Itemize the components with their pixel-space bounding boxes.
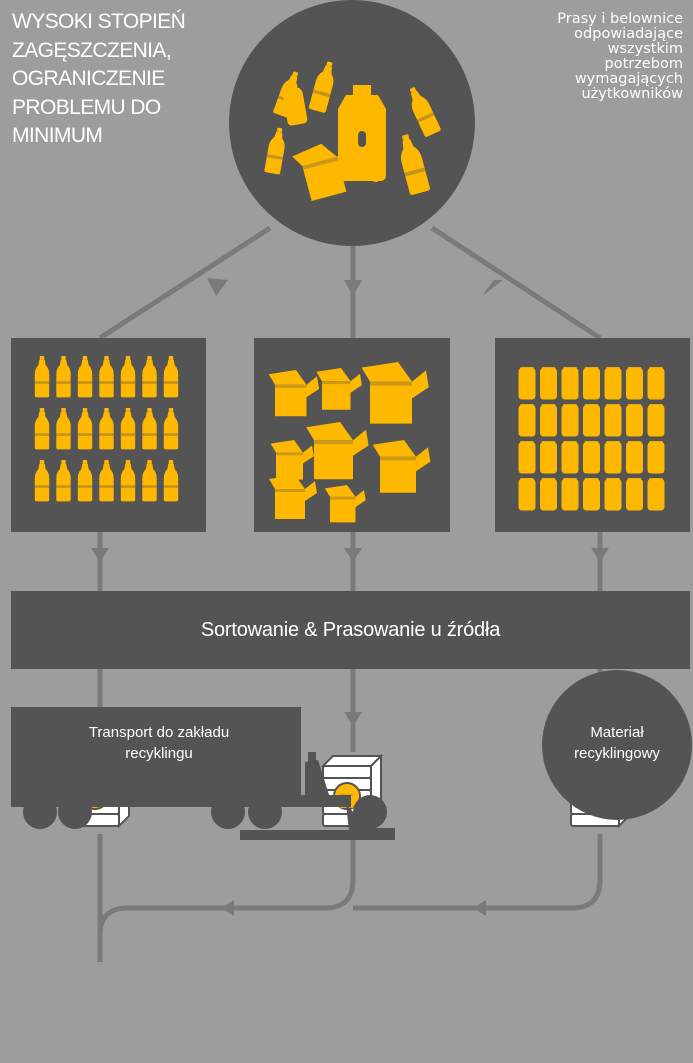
can-icon xyxy=(561,441,579,474)
output-label: Materiał recyklingowy xyxy=(548,722,686,764)
can-icon xyxy=(561,478,579,511)
recycled-material-circle xyxy=(542,670,692,820)
can-icon xyxy=(540,441,557,474)
can-icon xyxy=(604,404,622,437)
headline-line: WYSOKI STOPIEŃ xyxy=(12,10,186,33)
output-label-line: Materiał xyxy=(590,724,644,741)
can-icon xyxy=(518,404,536,437)
subheadline-line: potrzebom xyxy=(604,56,683,72)
can-icon xyxy=(583,478,600,511)
output-label-line: recyklingowy xyxy=(574,745,660,762)
can-icon xyxy=(604,367,622,400)
can-icon xyxy=(540,478,557,511)
can-icon xyxy=(518,478,536,511)
subheadline-line: wszystkim xyxy=(607,41,683,57)
can-icon xyxy=(604,478,622,511)
can-icon xyxy=(647,441,665,474)
bottles-icon xyxy=(34,356,179,502)
subheadline: Prasy i belownice odpowiadające wszystki… xyxy=(483,12,683,102)
headline-line: PROBLEMU DO xyxy=(12,95,161,119)
can-icon xyxy=(518,367,536,400)
can-icon xyxy=(561,404,579,437)
can-icon xyxy=(583,404,600,437)
can-icon xyxy=(518,441,536,474)
headline-line: MINIMUM xyxy=(12,124,103,147)
can-icon xyxy=(583,441,600,474)
subheadline-line: użytkowników xyxy=(581,86,683,102)
subheadline-line: odpowiadające xyxy=(574,26,683,42)
can-icon xyxy=(561,367,579,400)
process-band: Sortowanie & Prasowanie u źródła xyxy=(11,591,690,669)
can-icon xyxy=(604,441,622,474)
can-icon xyxy=(647,478,665,511)
can-icon xyxy=(626,367,643,400)
bottles-panel xyxy=(11,338,206,532)
transport-label-line: recyklingu xyxy=(125,745,193,762)
headline-line: ZAGĘSZCZENIA, xyxy=(12,38,172,62)
can-icon xyxy=(647,404,665,437)
boxes-panel xyxy=(254,338,450,532)
can-icon xyxy=(626,404,643,437)
process-label: Sortowanie & Prasowanie u źródła xyxy=(200,618,501,641)
subheadline-line: Prasy i belownice xyxy=(557,11,683,27)
transport-label-line: Transport do zakładu xyxy=(88,724,230,741)
can-icon xyxy=(540,367,557,400)
can-icon xyxy=(626,441,643,474)
mixed-waste-icon xyxy=(229,0,475,246)
can-icon xyxy=(540,404,557,437)
can-icon xyxy=(583,367,600,400)
cans-panel xyxy=(495,338,690,532)
headline: WYSOKI STOPIEŃ ZAGĘSZCZENIA, OGRANICZENI… xyxy=(12,8,222,151)
truck-icon xyxy=(11,707,395,840)
transport-label: Transport do zakładu recyklingu xyxy=(20,722,298,764)
can-icon xyxy=(647,367,665,400)
can-icon xyxy=(626,478,643,511)
subheadline-line: wymagających xyxy=(574,71,683,87)
headline-line: OGRANICZENIE xyxy=(12,67,165,90)
